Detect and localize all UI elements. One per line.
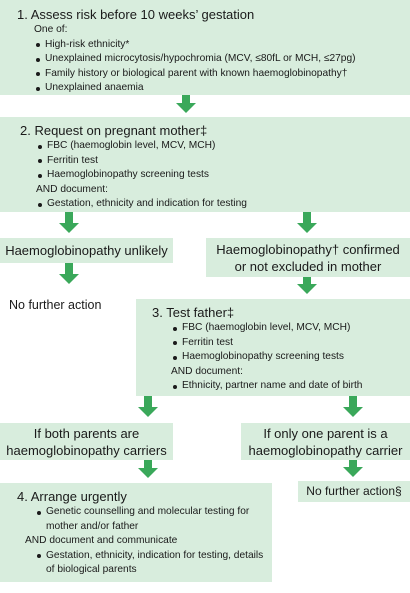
step1-item: Unexplained microcytosis/hypochromia (MC… (34, 52, 402, 67)
step1-item: Family history or biological parent with… (34, 67, 402, 82)
step2-item: Ferritin test (36, 154, 402, 169)
arrow-down-icon (138, 396, 158, 417)
arrow-down-icon (138, 460, 158, 478)
step3-document-item: Ethnicity, partner name and date of birt… (171, 379, 402, 394)
step4-document-label: AND document and communicate (25, 535, 178, 546)
one-carrier-box: If only one parent is a haemoglobinopath… (241, 423, 410, 460)
arrow-down-icon (297, 212, 317, 233)
arrow-down-icon (343, 460, 363, 477)
step3-box: 3. Test father‡ FBC (haemoglobin level, … (136, 299, 410, 396)
no-further-action-2-box: No further action§ (298, 481, 410, 502)
step3-item: Ferritin test (171, 336, 402, 351)
arrow-down-icon (343, 396, 363, 417)
step1-subtitle: One of: (34, 24, 68, 35)
step2-item: Haemoglobinopathy screening tests (36, 168, 402, 183)
confirmed-line2: or not excluded in mother (234, 259, 382, 274)
arrow-down-icon (59, 263, 79, 284)
arrow-down-icon (59, 212, 79, 233)
unlikely-text: Haemoglobinopathy unlikely (5, 243, 168, 258)
step3-item: Haemoglobinopathy screening tests (171, 350, 402, 365)
unlikely-box: Haemoglobinopathy unlikely (0, 238, 173, 263)
step1-item: Unexplained anaemia (34, 81, 402, 96)
arrow-down-icon (176, 95, 196, 113)
step3-document-label: AND document: (171, 365, 243, 377)
step4-item: Genetic counselling and molecular testin… (35, 505, 264, 534)
step2-box: 2. Request on pregnant mother‡ FBC (haem… (0, 117, 410, 212)
step1-box: 1. Assess risk before 10 weeks’ gestatio… (0, 0, 410, 95)
both-carriers-line2: haemoglobinopathy carriers (6, 443, 167, 458)
step2-document-label: AND document: (36, 183, 108, 195)
step4-document-item: Gestation, ethnicity, indication for tes… (35, 549, 264, 578)
confirmed-box: Haemoglobinopathy† confirmed or not excl… (206, 238, 410, 277)
one-carrier-line1: If only one parent is a (263, 426, 388, 441)
step2-title: 2. Request on pregnant mother‡ (20, 123, 208, 138)
step1-title: 1. Assess risk before 10 weeks’ gestatio… (17, 7, 255, 22)
one-carrier-line2: haemoglobinopathy carrier (248, 443, 403, 458)
confirmed-line1: Haemoglobinopathy† confirmed (216, 242, 400, 257)
step3-title: 3. Test father‡ (152, 305, 235, 320)
both-carriers-line1: If both parents are (33, 426, 140, 441)
no-further-action-1: No further action (9, 298, 102, 312)
step4-title: 4. Arrange urgently (17, 489, 127, 504)
step2-item: FBC (haemoglobin level, MCV, MCH) (36, 139, 402, 154)
step1-item: High-risk ethnicity* (34, 38, 402, 53)
arrow-down-icon (297, 277, 317, 294)
step2-document-item: Gestation, ethnicity and indication for … (36, 197, 402, 212)
both-carriers-box: If both parents are haemoglobinopathy ca… (0, 423, 173, 460)
step3-item: FBC (haemoglobin level, MCV, MCH) (171, 321, 402, 336)
step4-box: 4. Arrange urgently Genetic counselling … (0, 483, 272, 582)
no-further-action-2: No further action§ (306, 484, 402, 498)
